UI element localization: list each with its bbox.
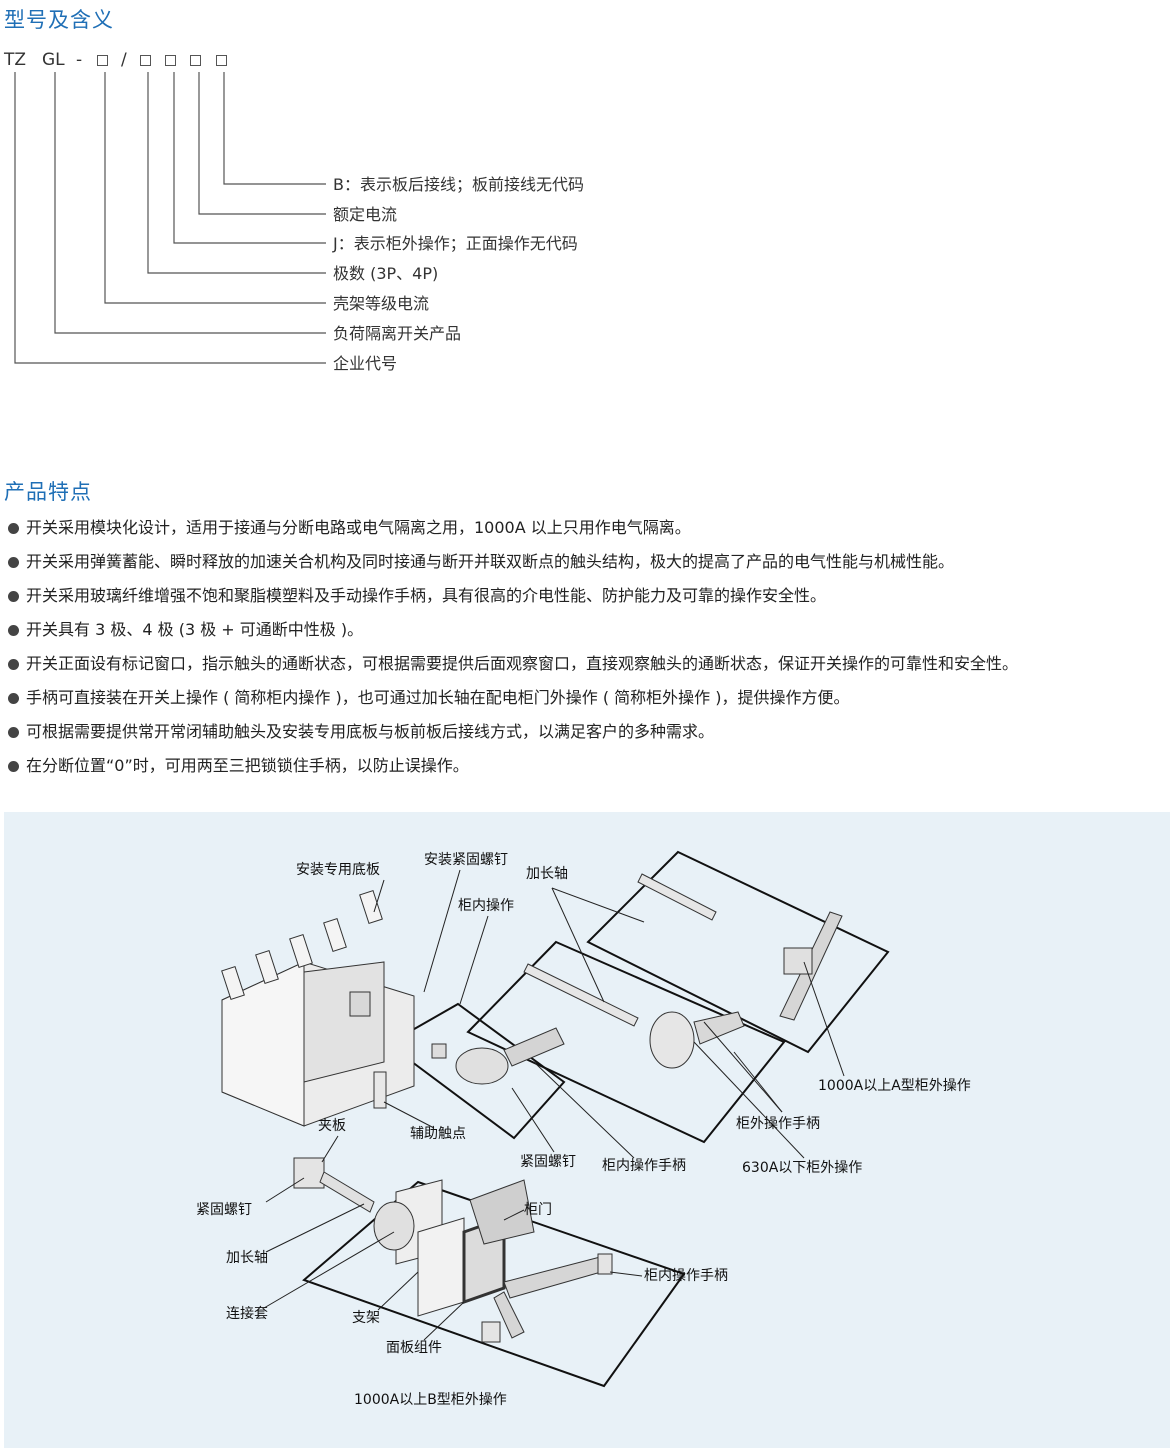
meaning-operation: J：表示柜外操作；正面操作无代码 xyxy=(333,234,578,253)
label-coupling: 连接套 xyxy=(226,1306,268,1322)
features-section-title: 产品特点 xyxy=(4,480,92,504)
label-mount-plate: 安装专用底板 xyxy=(296,862,380,878)
feature-text: 可根据需要提供常开常闭辅助触头及安装专用底板与板前板后接线方式，以满足客户的多种… xyxy=(26,722,715,741)
feature-item: 开关采用模块化设计，适用于接通与分断电路或电气隔离之用，1000A 以上只用作电… xyxy=(8,518,691,538)
code-box-operation xyxy=(165,55,176,66)
label-bracket: 支架 xyxy=(352,1310,380,1326)
code-box-frame-current xyxy=(97,55,108,66)
code-slash: / xyxy=(121,50,127,70)
label-inner-handle-right: 柜内操作手柄 xyxy=(644,1268,728,1284)
feature-item: 开关具有 3 极、4 极 (3 极 + 可通断中性极 )。 xyxy=(8,620,363,640)
label-clamp: 夹板 xyxy=(318,1118,346,1134)
feature-item: 开关正面设有标记窗口，指示触头的通断状态，可根据需要提供后面观察窗口，直接观察触… xyxy=(8,654,1018,674)
model-section-title: 型号及含义 xyxy=(4,8,114,32)
feature-text: 手柄可直接装在开关上操作 ( 简称柜内操作 )，也可通过加长轴在配电柜门外操作 … xyxy=(26,688,850,707)
feature-item: 可根据需要提供常开常闭辅助触头及安装专用底板与板前板后接线方式，以满足客户的多种… xyxy=(8,722,714,742)
code-box-rated-current xyxy=(190,55,201,66)
assembly-diagram-drawing xyxy=(221,850,890,1388)
plane-630a xyxy=(466,940,786,1144)
label-fix-screw-left: 紧固螺钉 xyxy=(196,1202,252,1218)
meaning-rated-current: 额定电流 xyxy=(333,205,398,224)
bullet-icon xyxy=(8,522,19,534)
bullet-icon xyxy=(8,624,19,636)
feature-item: 开关采用弹簧蓄能、瞬时释放的加速关合机构及同时接通与断开并联双断点的触头结构，极… xyxy=(8,552,954,572)
label-inner-op: 柜内操作 xyxy=(458,898,514,914)
feature-text: 开关正面设有标记窗口，指示触头的通断状态，可根据需要提供后面观察窗口，直接观察触… xyxy=(26,654,1019,673)
code-series: GL xyxy=(42,50,65,70)
feature-text: 在分断位置“0”时，可用两至三把锁锁住手柄，以防止误操作。 xyxy=(26,756,469,775)
feature-text: 开关采用弹簧蓄能、瞬时释放的加速关合机构及同时接通与断开并联双断点的触头结构，极… xyxy=(26,552,955,571)
label-outer-handle: 柜外操作手柄 xyxy=(736,1116,820,1132)
meaning-product: 负荷隔离开关产品 xyxy=(333,324,462,343)
feature-item: 开关采用玻璃纤维增强不饱和聚脂模塑料及手动操作手柄，具有很高的介电性能、防护能力… xyxy=(8,586,826,606)
feature-item: 手柄可直接装在开关上操作 ( 简称柜内操作 )，也可通过加长轴在配电柜门外操作 … xyxy=(8,688,850,708)
bullet-icon xyxy=(8,590,19,602)
meaning-poles: 极数 (3P、4P) xyxy=(333,264,439,283)
label-ext-shaft-left: 加长轴 xyxy=(226,1250,268,1266)
assembly-diagram-panel: 安装专用底板 安装紧固螺钉 加长轴 柜内操作 1000A以上A型柜外操作 柜外操… xyxy=(4,812,1170,1448)
code-dash: - xyxy=(76,50,83,70)
bullet-icon xyxy=(8,726,19,738)
feature-text: 开关具有 3 极、4 极 (3 极 + 可通断中性极 )。 xyxy=(26,620,364,639)
bullet-icon xyxy=(8,556,19,568)
label-panel-assy: 面板组件 xyxy=(386,1340,442,1356)
code-box-wiring xyxy=(216,55,227,66)
label-ext-shaft-top: 加长轴 xyxy=(526,866,568,882)
label-cabinet-door: 柜门 xyxy=(524,1202,552,1218)
label-below-630a: 630A以下柜外操作 xyxy=(742,1160,863,1176)
label-aux-contact: 辅助触点 xyxy=(410,1126,466,1142)
label-above-1000a-a: 1000A以上A型柜外操作 xyxy=(818,1078,971,1094)
bullet-icon xyxy=(8,760,19,772)
meaning-company-code: 企业代号 xyxy=(333,354,398,373)
label-above-1000a-b: 1000A以上B型柜外操作 xyxy=(354,1392,507,1408)
bullet-icon xyxy=(8,692,19,704)
label-inner-handle-mid: 柜内操作手柄 xyxy=(602,1158,686,1174)
label-fix-screw-mid: 紧固螺钉 xyxy=(520,1154,576,1170)
bullet-icon xyxy=(8,658,19,670)
label-mount-screw: 安装紧固螺钉 xyxy=(424,852,508,868)
feature-text: 开关采用玻璃纤维增强不饱和聚脂模塑料及手动操作手柄，具有很高的介电性能、防护能力… xyxy=(26,586,827,605)
plane-b-type xyxy=(302,1180,686,1388)
feature-item: 在分断位置“0”时，可用两至三把锁锁住手柄，以防止误操作。 xyxy=(8,756,469,776)
code-box-poles xyxy=(140,55,151,66)
model-code-tree-lines xyxy=(14,72,326,364)
meaning-wiring: B：表示板后接线；板前接线无代码 xyxy=(333,175,584,194)
feature-text: 开关采用模块化设计，适用于接通与分断电路或电气隔离之用，1000A 以上只用作电… xyxy=(26,518,691,537)
code-prefix: TZ xyxy=(4,50,27,70)
meaning-frame-current: 壳架等级电流 xyxy=(333,294,430,313)
